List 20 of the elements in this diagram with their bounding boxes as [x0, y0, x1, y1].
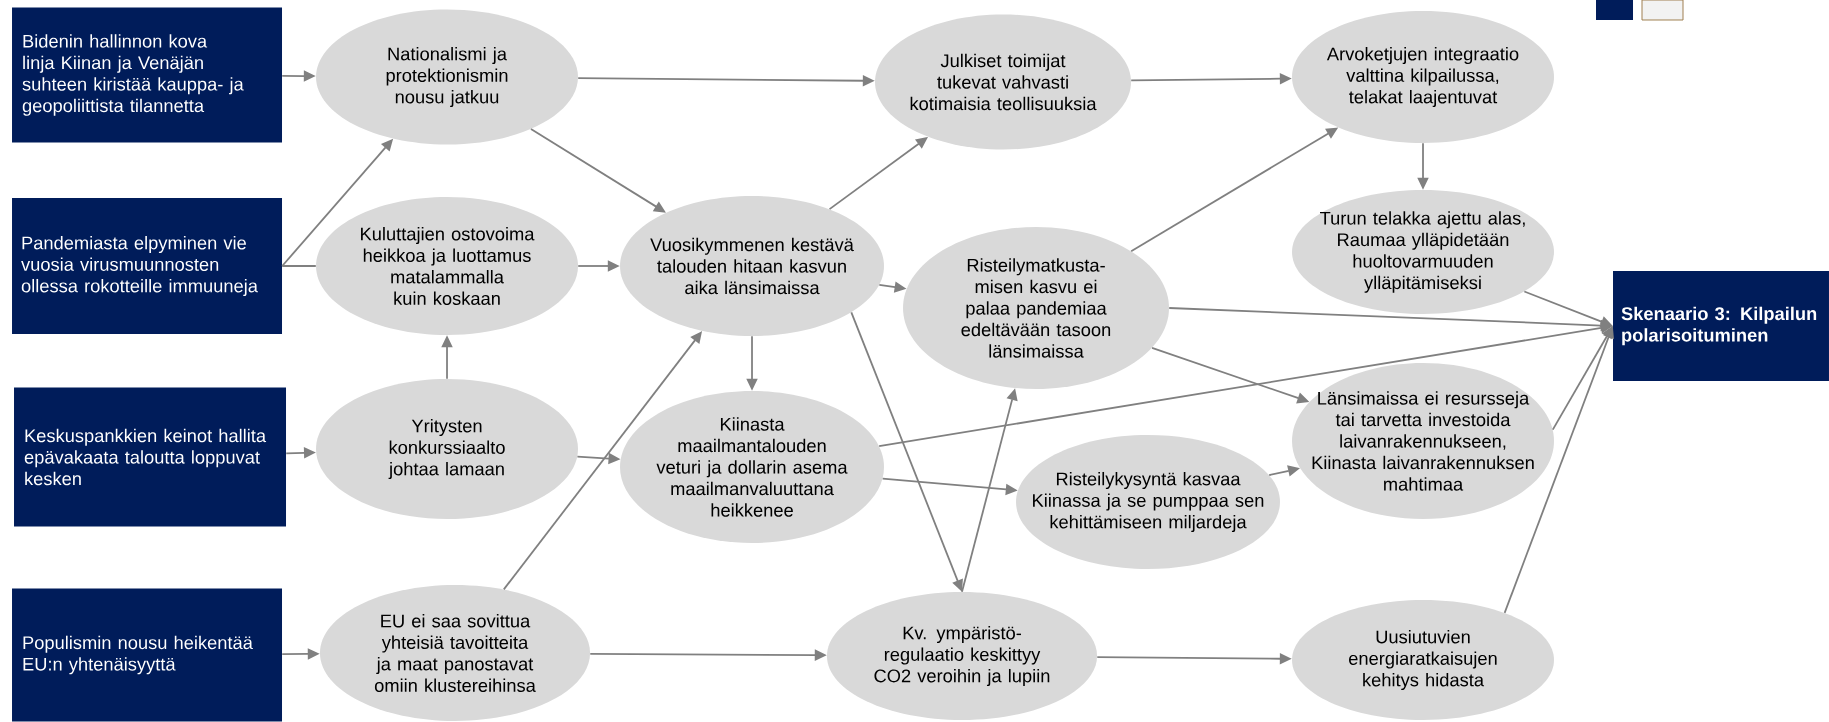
ellipse-node: Yritysten konkurssiaalto johtaa lamaan: [316, 379, 578, 519]
ellipse-node: EU ei saa sovittua yhteisiä tavoitteita ja maat panostavat omiin klustereihinsa: [319, 585, 591, 721]
text-box: Populismin nousu heikentää EU:n yhtenäisyyttä: [12, 588, 282, 722]
ellipse-node: Risteilymatkusta- misen kasvu ei palaa pandemiaa edeltävään tasoon länsimaissa: [903, 227, 1169, 389]
ellipse-node: Julkiset toimijat tukevat vahvasti kotimaisia teollisuuksia: [875, 14, 1131, 150]
ellipse-node: Uusiutuvien energiaratkaisujen kehitys hidasta: [1292, 600, 1554, 720]
ellipse-node: Risteilykysyntä kasvaa Kiinassa ja se pumppaa sen kehittämiseen miljardeja: [1016, 435, 1280, 569]
ellipse-node: Arvoketjujen integraatio valttina kilpailussa, telakat laajentuvat: [1292, 11, 1554, 143]
ellipse-node: Kuluttajien ostovoima heikkoa ja luottamus matalammalla kuin koskaan: [316, 197, 578, 335]
text-box: Bidenin hallinnon kova linja Kiinan ja Venäjän suhteen kiristää kauppa- ja geopoliittista tilannetta: [12, 7, 282, 143]
ellipse-node: Nationalismi ja protektionismin nousu jatkuu: [316, 9, 578, 145]
ellipse-node: Länsimaissa ei resursseja tai tarvetta investoida laivanrakennukseen, Kiinasta laivanrakennuksen mahtimaa: [1292, 363, 1554, 519]
ellipse-node: Kiinasta maailmantalouden veturi ja dollarin asema maailmanvaluuttana heikkenee: [620, 391, 884, 543]
arrow: [530, 128, 666, 213]
text-box: Pandemiasta elpyminen vie vuosia virusmuunnosten ollessa rokotteille immuuneja: [12, 198, 282, 334]
ellipse-node: Turun telakka ajettu alas, Raumaa ylläpidetään huoltovarmuuden ylläpitämiseksi: [1292, 190, 1554, 314]
text-box: Keskuspankkien keinot hallita epävakaata taloutta loppuvat kesken: [14, 387, 286, 527]
ellipse-node: Kv. ympäristö- regulaatio keskittyy CO2 veroihin ja lupiin: [826, 592, 1098, 720]
ellipse-node: Vuosikymmenen kestävä talouden hitaan kasvun aika länsimaissa: [620, 196, 884, 336]
scenario-box: Skenaario 3: Kilpailun polarisoituminen: [1613, 271, 1829, 381]
